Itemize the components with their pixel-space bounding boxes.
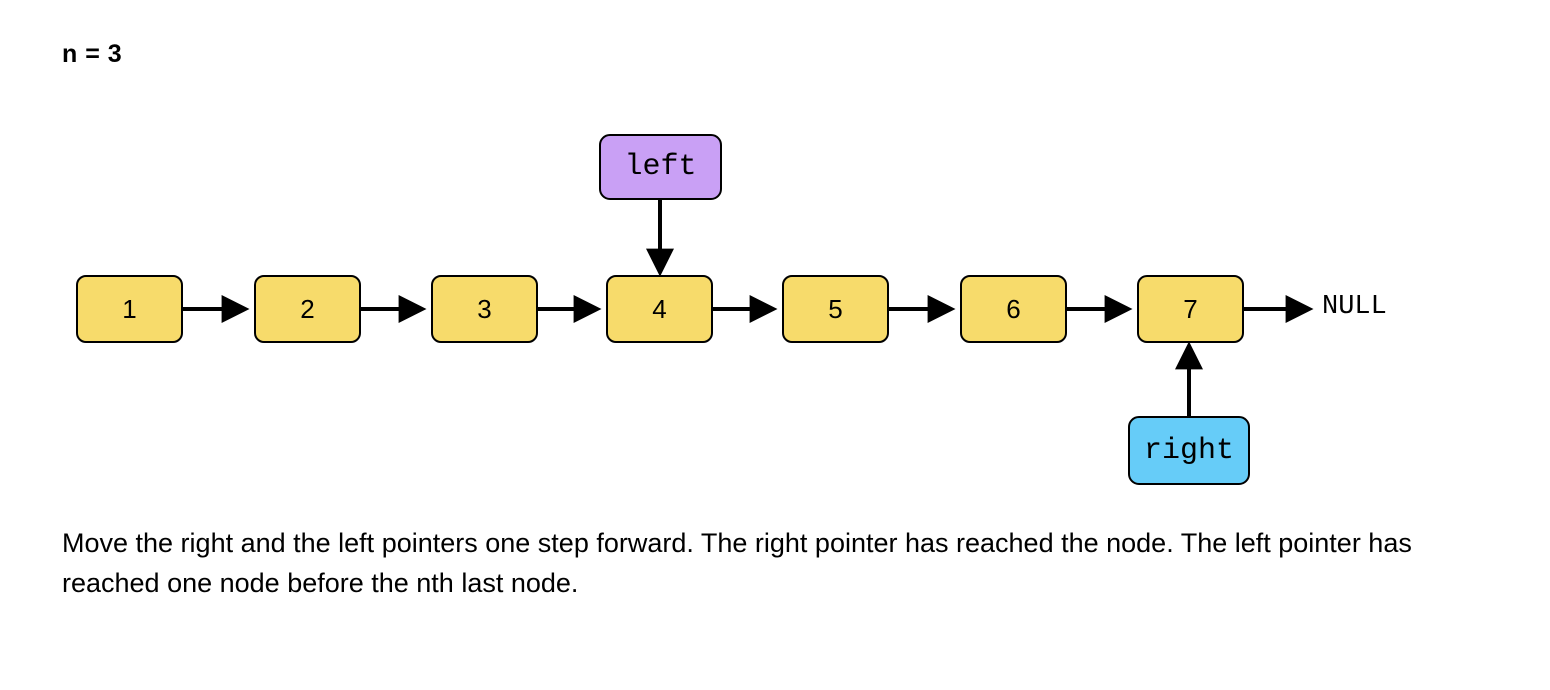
list-node[interactable]: 6 (960, 275, 1067, 343)
pointer-label-right[interactable]: right (1128, 416, 1250, 485)
list-node[interactable]: 4 (606, 275, 713, 343)
list-node[interactable]: 2 (254, 275, 361, 343)
pointer-label-left[interactable]: left (599, 134, 722, 200)
list-node[interactable]: 5 (782, 275, 889, 343)
caption-text: Move the right and the left pointers one… (62, 528, 1412, 598)
null-terminator-label: NULL (1322, 292, 1387, 322)
list-node[interactable]: 7 (1137, 275, 1244, 343)
page-title: n = 3 (62, 40, 123, 68)
list-node[interactable]: 3 (431, 275, 538, 343)
list-node[interactable]: 1 (76, 275, 183, 343)
